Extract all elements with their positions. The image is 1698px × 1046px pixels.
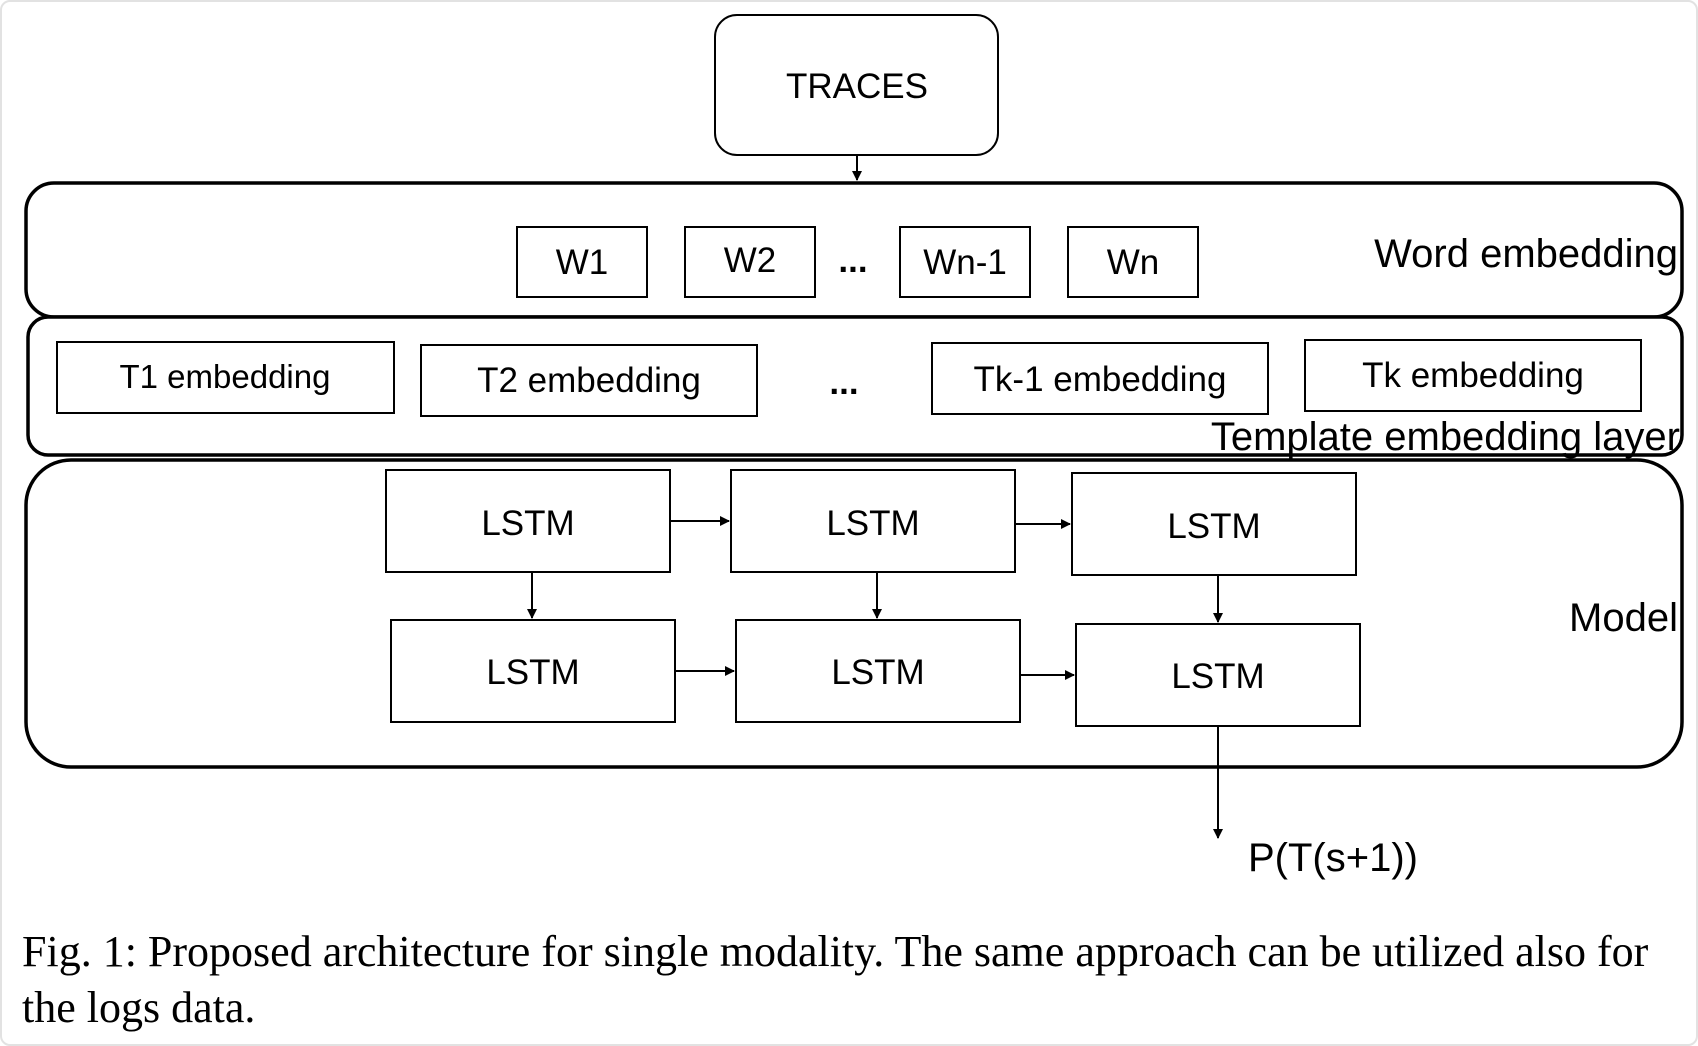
template-token-label: T2 embedding bbox=[477, 361, 701, 400]
model-layer: LSTM LSTM LSTM LSTM LSTM LSTM Model bbox=[24, 458, 1684, 769]
template-token-box bbox=[1304, 339, 1642, 412]
model-layer-label: Model bbox=[1569, 596, 1678, 640]
word-token-label: W2 bbox=[724, 241, 777, 280]
template-token-box bbox=[56, 341, 395, 414]
figure-caption: Fig. 1: Proposed architecture for single… bbox=[22, 927, 1649, 1032]
template-token-label: Tk embedding bbox=[1362, 356, 1584, 395]
lstm-label: LSTM bbox=[1167, 507, 1260, 546]
output-label: P(T(s+1)) bbox=[1248, 836, 1418, 880]
template-token-box bbox=[420, 344, 758, 417]
traces-node: TRACES bbox=[714, 14, 999, 156]
lstm-cell bbox=[730, 469, 1016, 573]
template-token-label: Tk-1 embedding bbox=[974, 360, 1227, 399]
lstm-label: LSTM bbox=[486, 653, 579, 692]
word-token-label: W1 bbox=[556, 243, 609, 282]
word-ellipsis: ... bbox=[838, 241, 867, 280]
lstm-cell bbox=[735, 619, 1021, 723]
traces-label: TRACES bbox=[786, 67, 928, 106]
lstm-label: LSTM bbox=[1171, 657, 1264, 696]
lstm-label: LSTM bbox=[481, 504, 574, 543]
word-token-box bbox=[899, 226, 1031, 298]
word-embedding-layer: W1 W2 ... Wn-1 Wn Word embedding bbox=[24, 181, 1684, 319]
template-token-box bbox=[931, 342, 1269, 415]
template-embedding-layer-label: Template embedding layer bbox=[1211, 415, 1680, 459]
template-ellipsis: ... bbox=[829, 363, 858, 402]
lstm-cell bbox=[385, 469, 671, 573]
word-token-label: Wn-1 bbox=[923, 243, 1007, 282]
word-embedding-layer-label: Word embedding bbox=[1374, 232, 1678, 276]
template-token-label: T1 embedding bbox=[120, 358, 331, 395]
word-token-label: Wn bbox=[1107, 243, 1160, 282]
template-embedding-layer: T1 embedding T2 embedding ... Tk-1 embed… bbox=[26, 315, 1684, 459]
lstm-cell bbox=[1071, 472, 1357, 576]
word-token-box bbox=[1067, 226, 1199, 298]
word-token-box bbox=[684, 226, 816, 298]
lstm-label: LSTM bbox=[831, 653, 924, 692]
lstm-label: LSTM bbox=[826, 504, 919, 543]
lstm-cell bbox=[1075, 623, 1361, 727]
word-token-box bbox=[516, 226, 648, 298]
